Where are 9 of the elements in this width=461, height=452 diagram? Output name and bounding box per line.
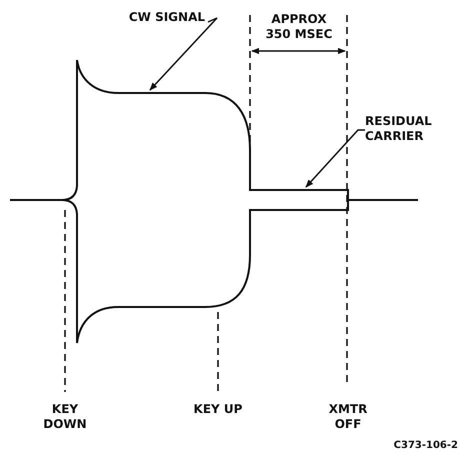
leader-line [149,17,218,91]
callout-label: CW SIGNAL [95,10,205,25]
leader-line [305,129,365,188]
figure-number: C373-106-2 [392,439,458,452]
dimension-label: APPROX 350 MSEC [264,12,334,42]
marker-label: KEY UP [192,402,244,417]
marker-label: KEY DOWN [42,402,88,432]
callout-label: RESIDUAL CARRIER [365,114,455,144]
marker-label: XMTR OFF [328,402,368,432]
